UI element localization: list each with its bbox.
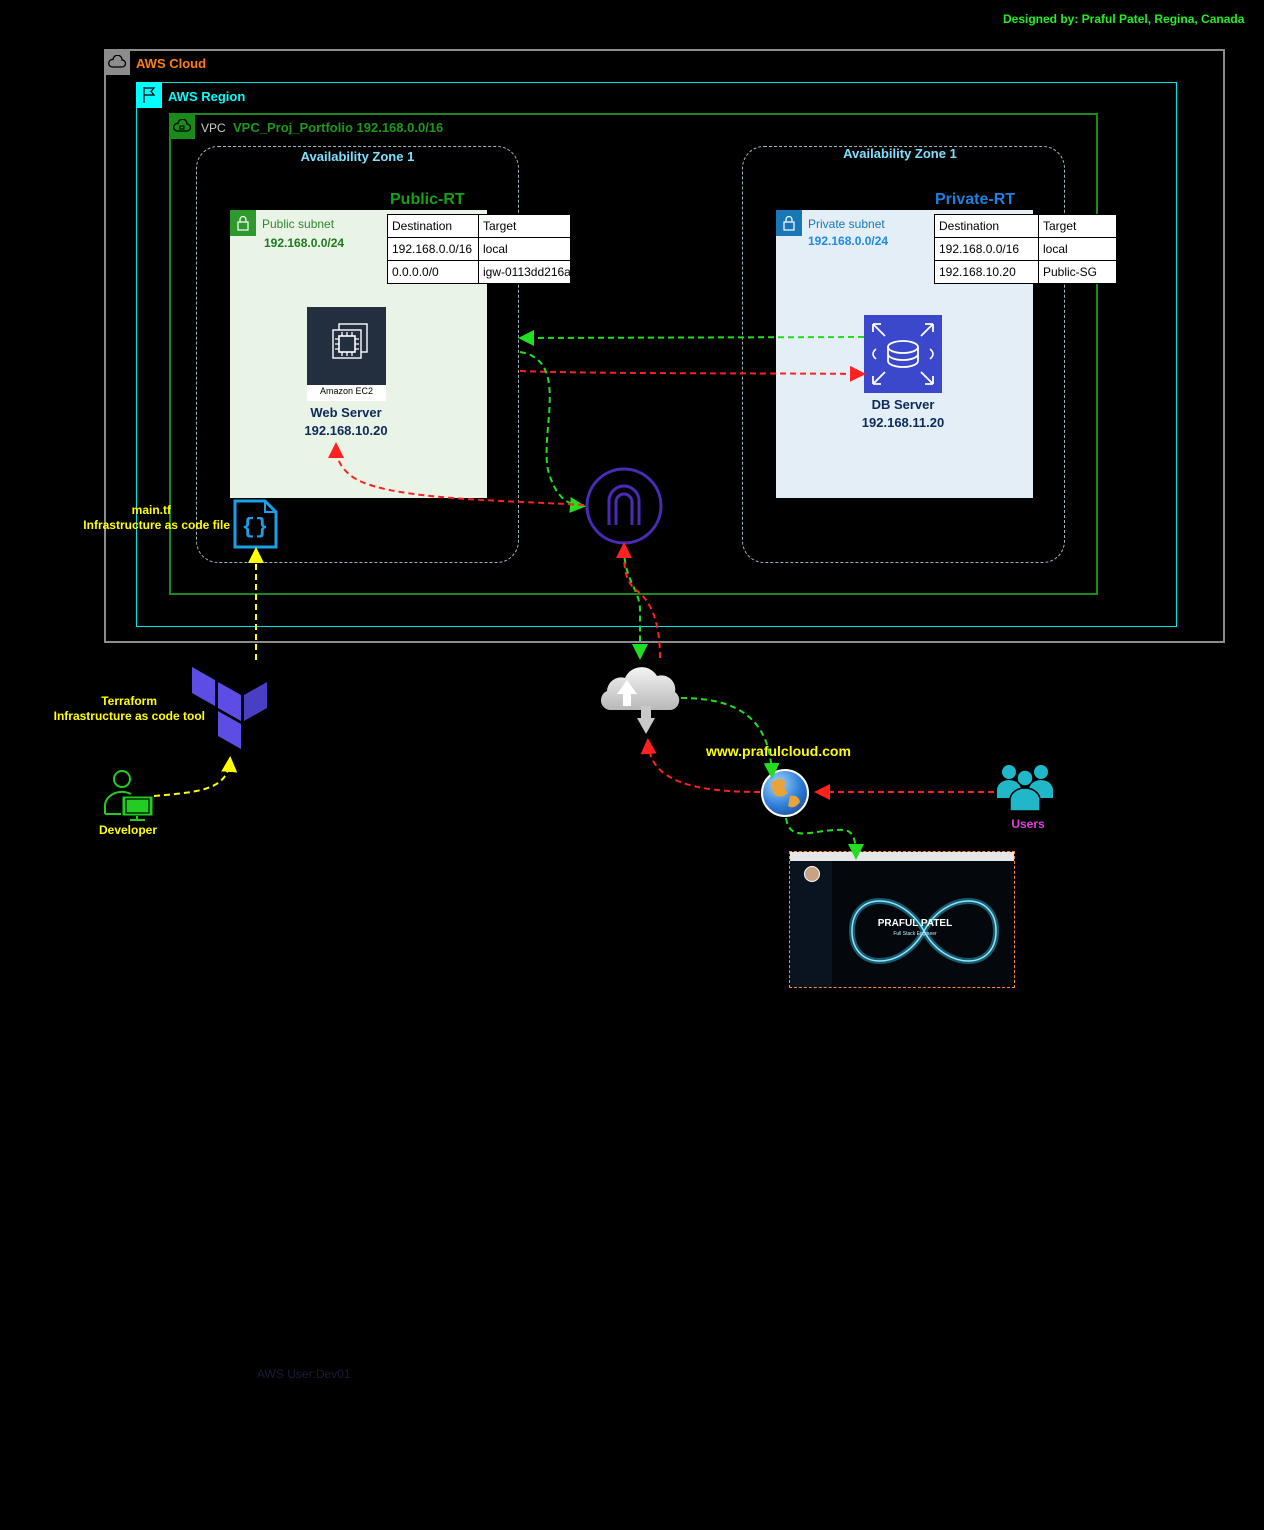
target-cell: Public-SG (1038, 260, 1117, 284)
destination-cell: 192.168.10.20 (934, 260, 1039, 284)
infinity-graphic (848, 898, 1000, 964)
public-subnet-cidr: 192.168.0.0/24 (264, 236, 345, 250)
designer-credit: Designed by: Praful Patel, Regina, Canad… (1003, 12, 1245, 26)
avatar (804, 866, 820, 882)
main-tf-subtitle: Infrastructure as code file (83, 518, 230, 532)
users-icon (996, 760, 1054, 812)
availability-zone-right (742, 146, 1065, 563)
aws-region-label: AWS Region (168, 89, 246, 104)
header-destination: Destination (387, 214, 479, 238)
ec2-caption: Amazon EC2 (319, 386, 374, 396)
private-route-table: Destination Target 192.168.0.0/16 local … (934, 214, 1117, 284)
table-row: 0.0.0.0/0 igw-0113dd216a (387, 260, 571, 284)
browser-bar (790, 852, 1014, 861)
public-rt-title: Public-RT (390, 191, 465, 208)
table-row: 192.168.0.0/16 local (387, 237, 571, 261)
availability-zone-left (196, 146, 519, 563)
internet-cloud-icon (599, 658, 681, 740)
aws-cloud-group (104, 49, 1225, 643)
table-row: 192.168.10.20 Public-SG (934, 260, 1117, 284)
lock-icon (230, 210, 256, 236)
private-subnet-cidr: 192.168.0.0/24 (808, 234, 889, 248)
web-server-name: Web Server (310, 405, 382, 420)
site-subtitle: Full Stack Engineer (893, 931, 937, 937)
terraform-logo-icon[interactable] (192, 667, 267, 749)
vpc-icon (169, 113, 195, 139)
arrow-igw-to-cloud (623, 547, 648, 660)
target-cell: local (478, 237, 571, 261)
ec2-chip-icon (307, 307, 386, 385)
developer-label: Developer (98, 823, 158, 837)
header-destination: Destination (934, 214, 1039, 238)
users-label: Users (1011, 817, 1045, 831)
vpc-prefix: VPC (201, 121, 226, 135)
destination-cell: 0.0.0.0/0 (387, 260, 479, 284)
az-right-label: Availability Zone 1 (843, 146, 957, 161)
header-target: Target (478, 214, 571, 238)
cloud-icon (104, 49, 130, 75)
arrow-igw-to-web (328, 442, 585, 506)
arrow-web-to-db (519, 365, 866, 382)
globe-icon[interactable] (760, 768, 810, 818)
svg-text:{}: {} (242, 515, 268, 540)
terraform-subtitle: Infrastructure as code tool (53, 709, 205, 723)
main-tf-title: main.tf (131, 503, 171, 517)
vpc-group (169, 113, 1098, 595)
arrow-globe-to-website (785, 817, 864, 860)
private-rt-title: Private-RT (935, 191, 1016, 208)
domain-label: www.prafulcloud.com (706, 743, 851, 759)
target-cell: igw-0113dd216a (478, 260, 571, 284)
arrow-cloud-to-globe (680, 697, 780, 779)
private-subnet-label: Private subnet (808, 217, 885, 231)
destination-cell: 192.168.0.0/16 (934, 237, 1039, 261)
terraform-title: Terraform (101, 694, 157, 708)
arrow-cloud-to-igw (616, 542, 661, 659)
table-header-row: Destination Target (387, 214, 571, 238)
website-preview: PRAFUL PATEL Full Stack Engineer (789, 851, 1015, 988)
public-subnet-label: Public subnet (262, 217, 335, 231)
table-header-row: Destination Target (934, 214, 1117, 238)
vpc-label: VPC_Proj_Portfolio 192.168.0.0/16 (233, 120, 444, 135)
az-left-label: Availability Zone 1 (300, 149, 415, 164)
flag-icon (136, 82, 162, 108)
db-server-ip: 192.168.11.20 (861, 415, 945, 430)
destination-cell: 192.168.0.0/16 (387, 237, 479, 261)
aws-cloud-label: AWS Cloud (136, 56, 207, 71)
arrow-globe-to-cloud (640, 738, 761, 793)
ec2-instance[interactable]: Amazon EC2 (307, 307, 386, 401)
arrow-vpc-to-igw (519, 351, 586, 513)
site-title: PRAFUL PATEL (877, 918, 953, 929)
arrow-developer-to-terraform (153, 756, 238, 797)
site-sidebar (790, 861, 832, 987)
rds-database-icon[interactable] (864, 315, 942, 393)
table-row: 192.168.0.0/16 local (934, 237, 1117, 261)
lock-icon (776, 210, 802, 236)
aws-user-label: AWS User:Dev01 (257, 1367, 351, 1381)
code-file-icon[interactable]: {} (231, 499, 279, 550)
arrow-db-to-web (518, 329, 865, 346)
db-server-name: DB Server (871, 397, 935, 412)
developer-icon (103, 768, 157, 822)
public-route-table: Destination Target 192.168.0.0/16 local … (387, 214, 571, 284)
web-server-ip: 192.168.10.20 (304, 423, 388, 438)
